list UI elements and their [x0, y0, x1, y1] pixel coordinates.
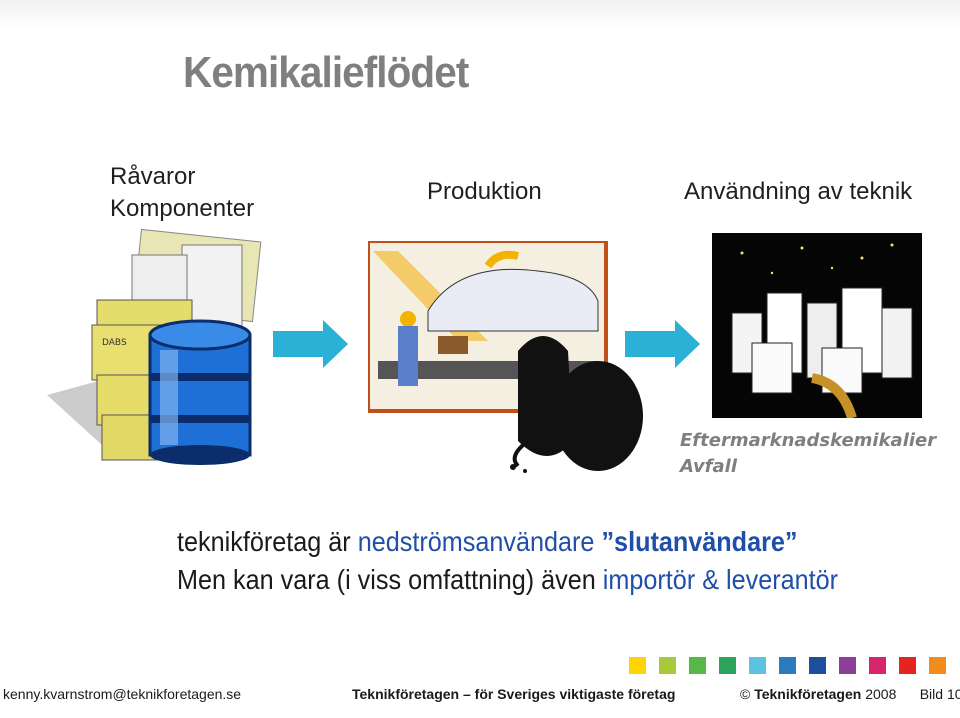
- color-square: [839, 657, 856, 674]
- body-line-2-text-b: importör & leverantör: [602, 564, 839, 595]
- color-square: [929, 657, 946, 674]
- label-components: Komponenter: [110, 195, 255, 222]
- slide-title: Kemikalieflödet: [183, 48, 469, 97]
- waste-label: Avfall: [680, 456, 737, 477]
- city-night-clipart: [712, 233, 922, 418]
- svg-text:DABS: DABS: [102, 338, 127, 348]
- footer-tagline: Teknikföretagen – för Sveriges viktigast…: [352, 686, 676, 702]
- footer-copyright: © Teknikföretagen 2008 Bild 10: [740, 686, 960, 702]
- slide-number: Bild 10: [919, 686, 960, 702]
- barrel-boxes-clipart: DABS: [47, 228, 262, 465]
- copyright-year: 2008: [861, 686, 897, 702]
- body-line-1: teknikföretag är nedströmsanvändare ”slu…: [177, 526, 798, 558]
- aftermarket-label: Eftermarknadskemikalier: [680, 430, 937, 451]
- label-raw-materials: Råvaror: [110, 163, 196, 190]
- color-square: [779, 657, 796, 674]
- footer-email: kenny.kvarnstrom@teknikforetagen.se: [3, 686, 242, 702]
- body-line-1-text-a: teknikföretag är: [177, 526, 358, 557]
- copyright-org: Teknikföretagen: [754, 686, 862, 702]
- body-line-1-text-b: nedströmsanvändare: [357, 526, 602, 557]
- body-line-2: Men kan vara (i viss omfattning) även im…: [177, 564, 838, 596]
- color-square: [689, 657, 706, 674]
- color-square: [899, 657, 916, 674]
- color-square: [809, 657, 826, 674]
- copyright-prefix: ©: [740, 686, 755, 702]
- color-square: [659, 657, 676, 674]
- color-square: [869, 657, 886, 674]
- top-bar: [0, 0, 960, 30]
- body-line-1-text-c: ”slutanvändare”: [601, 526, 798, 557]
- color-square: [749, 657, 766, 674]
- color-square: [719, 657, 736, 674]
- label-production: Produktion: [427, 178, 542, 205]
- arrow-right-icon-1: [273, 320, 348, 368]
- body-line-2-text-a: Men kan vara (i viss omfattning) även: [177, 564, 603, 595]
- arrow-right-icon-2: [625, 320, 700, 368]
- label-usage: Användning av teknik: [684, 178, 913, 205]
- color-square: [629, 657, 646, 674]
- factory-car-clipart: [368, 241, 643, 473]
